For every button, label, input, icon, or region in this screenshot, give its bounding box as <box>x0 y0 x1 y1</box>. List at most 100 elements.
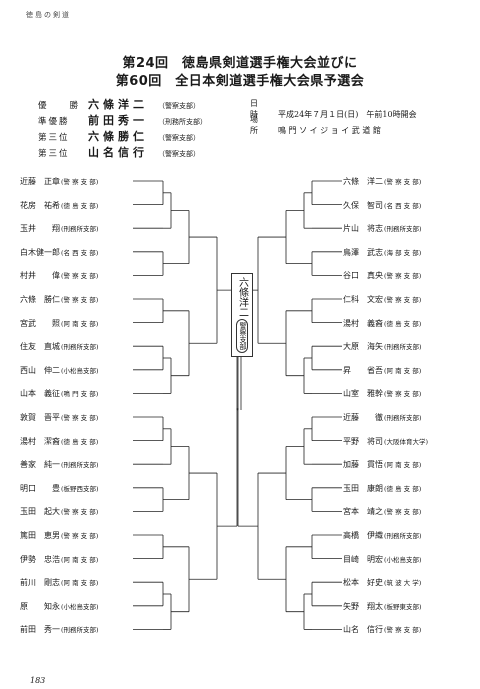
result-name: 前田秀一 <box>88 114 148 127</box>
result-label: 第三位 <box>38 133 70 143</box>
player-affiliation: (阿 南 支 部) <box>61 319 99 328</box>
player-name: 山本 義征 <box>20 389 60 399</box>
player-affiliation: (筑 波 大 学) <box>384 579 422 588</box>
player-name: 昇 省吾 <box>343 365 383 375</box>
result-label: 準優勝 <box>38 117 70 127</box>
player-affiliation: (警 察 支 部) <box>384 272 422 281</box>
player-name: 西山 伸二 <box>20 365 60 375</box>
right-player-row: 平野 将司(大阪体育大学) <box>343 436 428 447</box>
result-row: 第三位山名信行（警察支部） <box>38 144 200 160</box>
player-name: 花房 祐希 <box>20 200 60 210</box>
player-affiliation: (警 察 支 部) <box>384 508 422 517</box>
left-player-row: 住友 直城(刑務所支部) <box>20 341 99 352</box>
result-affiliation: （警察支部） <box>158 150 200 158</box>
player-name: 矢野 翔太 <box>343 601 383 611</box>
right-player-row: 宮本 靖之(警 察 支 部) <box>343 506 421 517</box>
player-affiliation: (板野西支部) <box>61 484 99 493</box>
player-affiliation: (警 察 支 部) <box>61 296 99 304</box>
info-value: 鳴 門 ソ イ ジ ョ イ 武 道 館 <box>278 126 381 135</box>
right-player-row: 玉田 康朗(徳 島 支 部) <box>343 483 421 494</box>
player-affiliation: (警 察 支 部) <box>384 626 422 635</box>
right-player-row: 六條 洋二(警 察 支 部) <box>343 176 421 187</box>
right-player-row: 久保 智司(名 西 支 部) <box>343 200 421 211</box>
left-player-row: 原 知永(小松島支部) <box>20 601 99 612</box>
left-player-row: 湯村 潔裔(徳 島 支 部) <box>20 436 98 447</box>
player-affiliation: (警 察 支 部) <box>384 296 422 304</box>
player-name: 篤田 恵男 <box>20 531 60 540</box>
player-name: 宮武 照 <box>20 318 60 328</box>
player-affiliation: (阿 南 支 部) <box>61 579 99 588</box>
left-player-row: 玉田 起大(警 察 支 部) <box>20 506 98 517</box>
right-player-row: 谷口 真央(警 察 支 部) <box>343 270 421 281</box>
player-name: 原 知永 <box>20 601 60 611</box>
player-name: 六條 勝仁 <box>20 295 60 304</box>
player-affiliation: (阿 南 支 部) <box>384 461 422 470</box>
champion-affiliation: 警察支部 <box>236 319 248 353</box>
info-row-date: 日 時平成24年７月１日(日) 午前10時開会 <box>250 98 417 120</box>
player-affiliation: (小松島支部) <box>384 555 422 564</box>
right-player-row: 片山 将志(刑務所支部) <box>343 223 422 234</box>
player-name: 松本 好史 <box>343 578 383 588</box>
champion-name: 六條洋二 <box>236 277 248 317</box>
player-name: 村井 偉 <box>20 271 60 281</box>
title-line-1: 第24回 徳島県剣道選手権大会並びに <box>122 56 358 71</box>
right-player-row: 加藤 貫悟(阿 南 支 部) <box>343 459 421 470</box>
player-name: 湯村 潔裔 <box>20 436 60 446</box>
right-player-row: 近藤 徹(刑務所支部) <box>343 412 422 423</box>
info-label: 日 時 <box>250 99 270 119</box>
player-affiliation: (海 部 支 部) <box>384 248 422 257</box>
player-affiliation: (警 察 支 部) <box>61 532 99 540</box>
right-player-row: 仁科 文宏(警 察 支 部) <box>343 294 421 305</box>
right-player-row: 大原 海矢(刑務所支部) <box>343 341 422 352</box>
player-affiliation: (鳴 門 支 部) <box>61 390 99 399</box>
player-affiliation: (徳 島 支 部) <box>61 437 99 446</box>
player-name: 加藤 貫悟 <box>343 460 383 470</box>
player-affiliation: (刑務所支部) <box>384 343 422 352</box>
player-name: 住友 直城 <box>20 342 60 352</box>
left-player-row: 宮武 照(阿 南 支 部) <box>20 318 98 329</box>
left-player-row: 六條 勝仁(警 察 支 部) <box>20 294 98 305</box>
player-name: 宮本 靖之 <box>343 507 383 517</box>
player-name: 白木健一郎 <box>20 247 60 257</box>
player-name: 善家 純一 <box>20 460 60 470</box>
player-name: 仁科 文宏 <box>343 295 383 304</box>
player-name: 目崎 明宏 <box>343 554 383 564</box>
player-name: 玉井 翔 <box>20 224 60 234</box>
result-row: 優 勝六條洋二（警察支部） <box>38 96 200 112</box>
player-name: 前田 秀一 <box>20 625 60 635</box>
player-name: 平野 将司 <box>343 436 383 446</box>
left-player-row: 村井 偉(警 察 支 部) <box>20 270 98 281</box>
right-player-row: 昇 省吾(阿 南 支 部) <box>343 365 421 376</box>
left-player-row: 花房 祐希(徳 島 支 部) <box>20 200 98 211</box>
player-affiliation: (名 西 支 部) <box>384 201 422 210</box>
player-affiliation: (警 察 支 部) <box>61 272 99 281</box>
result-name: 六條洋二 <box>88 98 148 111</box>
left-player-row: 西山 伸二(小松島支部) <box>20 365 99 376</box>
right-player-row: 山名 信行(警 察 支 部) <box>343 624 421 635</box>
player-affiliation: (徳 島 支 部) <box>61 201 99 210</box>
player-affiliation: (刑務所支部) <box>384 414 422 422</box>
player-affiliation: (阿 南 支 部) <box>384 366 422 375</box>
player-affiliation: (板野東支部) <box>384 602 422 611</box>
champion-box: 六條洋二 警察支部 <box>231 273 253 357</box>
player-name: 大原 海矢 <box>343 342 383 352</box>
info-label: 場 所 <box>250 115 270 135</box>
player-affiliation: (名 西 支 部) <box>61 248 99 257</box>
player-affiliation: (刑務所支部) <box>61 343 99 352</box>
player-affiliation: (警 察 支 部) <box>61 508 99 517</box>
player-affiliation: (刑務所支部) <box>61 461 99 470</box>
player-affiliation: (警 察 支 部) <box>61 178 99 186</box>
player-name: 前川 剛志 <box>20 578 60 588</box>
player-name: 近藤 徹 <box>343 413 383 422</box>
header-note: 徳島の剣道 <box>26 11 71 19</box>
right-player-row: 山室 雅幹(警 察 支 部) <box>343 388 421 399</box>
right-player-row: 目崎 明宏(小松島支部) <box>343 554 422 565</box>
left-player-row: 玉井 翔(刑務所支部) <box>20 223 99 234</box>
player-affiliation: (小松島支部) <box>61 602 99 611</box>
player-affiliation: (警 察 支 部) <box>61 414 99 422</box>
result-name: 六條勝仁 <box>88 130 148 143</box>
player-name: 明口 豊 <box>20 483 60 493</box>
right-player-row: 高橋 伊織(刑務所支部) <box>343 530 422 541</box>
player-affiliation: (小松島支部) <box>61 366 99 375</box>
right-player-row: 矢野 翔太(板野東支部) <box>343 601 422 612</box>
